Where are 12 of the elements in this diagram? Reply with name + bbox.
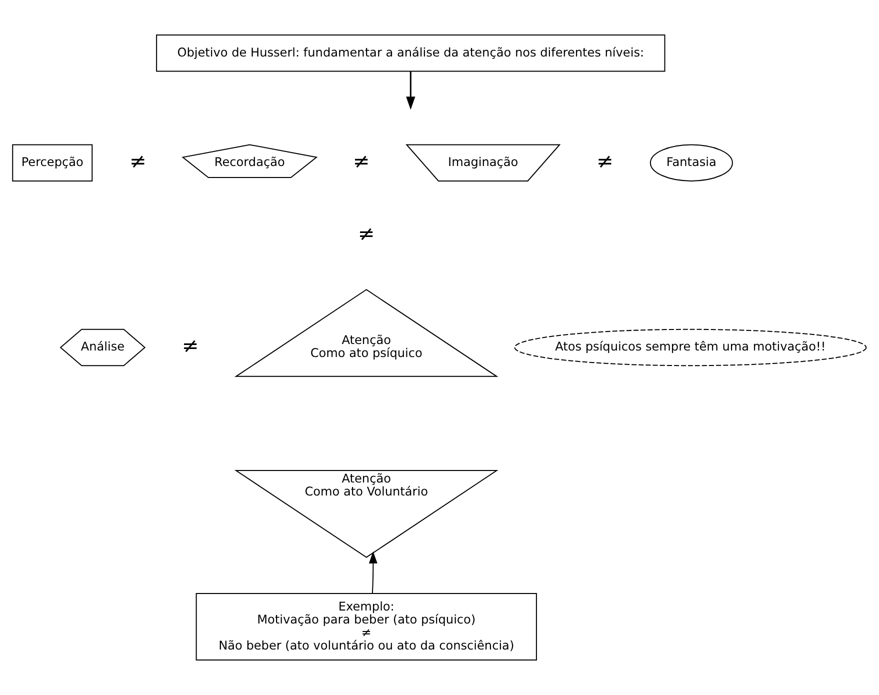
label: ≠ [130,148,146,173]
node-box: Objetivo de Husserl: fundamentar a análise da atenção nos diferentes níveis: [156,34,666,72]
label: ≠ [352,148,370,173]
arrow [368,551,378,594]
node-box: Percepção [12,144,93,182]
arrow [406,71,416,110]
label: ≠ [358,221,375,246]
node-ellipse: Atos psíquicos sempre têm uma motivação!! [514,328,867,366]
label: ≠ [596,148,614,173]
node-ellipse: Fantasia [650,144,733,182]
node-box: Exemplo: Motivação para beber (ato psíquico) ≠ Não beber (ato voluntário ou ato da consciência) [196,593,537,660]
label: ≠ [182,334,199,358]
